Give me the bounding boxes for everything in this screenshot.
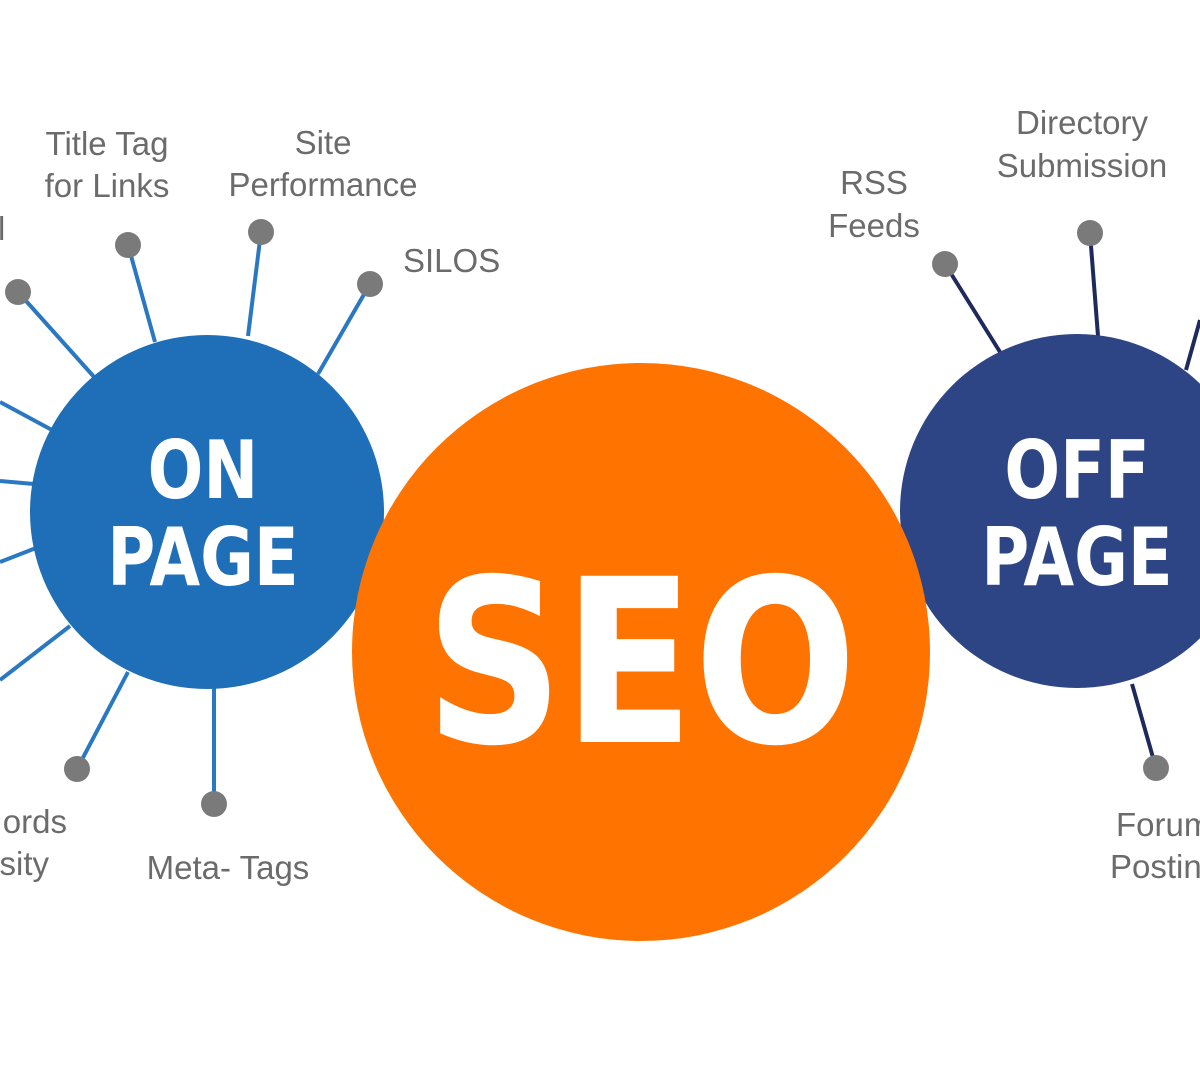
spoke-dot [357,271,383,297]
label-site-performance-line2: Performance [229,166,418,203]
spoke-line [1088,232,1100,337]
spoke-line [316,282,372,376]
on-page-circle [30,335,384,689]
label-silos: SILOS [403,242,500,279]
spoke-dots [5,219,1169,817]
spoke-dot [115,232,141,258]
label-keywords-line2: sity [0,845,50,882]
spoke-dot [5,279,31,305]
label-rss-line2: Feeds [828,207,920,244]
on-page-title-line1: ON [148,425,259,518]
label-title-tag-line1: Title Tag [46,125,169,162]
seo-circle [352,363,930,941]
spoke-dot [932,251,958,277]
off-page-title-line1: OFF [1004,425,1149,518]
spoke-dot [64,756,90,782]
label-keywords-line1: ords [3,803,67,840]
on-page-spokes [0,231,372,804]
spoke-line [1184,319,1200,371]
spoke-line [943,262,1002,354]
spoke-line [16,290,97,380]
spoke-line [1130,683,1158,769]
spoke-dot [248,219,274,245]
label-forum-line1: Forum [1116,806,1200,843]
spoke-dot [201,791,227,817]
label-forum-line2: Postin [1110,848,1200,885]
spoke-dot [1143,755,1169,781]
spoke-line [0,479,35,486]
spoke-line [0,624,72,682]
label-directory-line2: Submission [997,147,1168,184]
seo-title: SEO [425,531,857,796]
spoke-line [0,546,37,564]
spoke-line [75,671,130,770]
spoke-line [0,400,53,432]
off-page-circle [900,334,1200,688]
spoke-line [126,244,157,343]
label-title-tag-line2: for Links [45,167,170,204]
off-page-spokes [943,232,1200,769]
spoke-line [246,231,263,337]
on-page-title-line2: PAGE [107,512,298,605]
label-site-performance-line1: Site [295,124,352,161]
label-rss-line1: RSS [840,164,908,201]
off-page-title-line2: PAGE [981,512,1172,605]
spoke-dot [1077,220,1103,246]
label-directory-line1: Directory [1016,104,1149,141]
label-partial-top: l [0,210,5,247]
label-meta-tags: Meta- Tags [147,849,310,886]
